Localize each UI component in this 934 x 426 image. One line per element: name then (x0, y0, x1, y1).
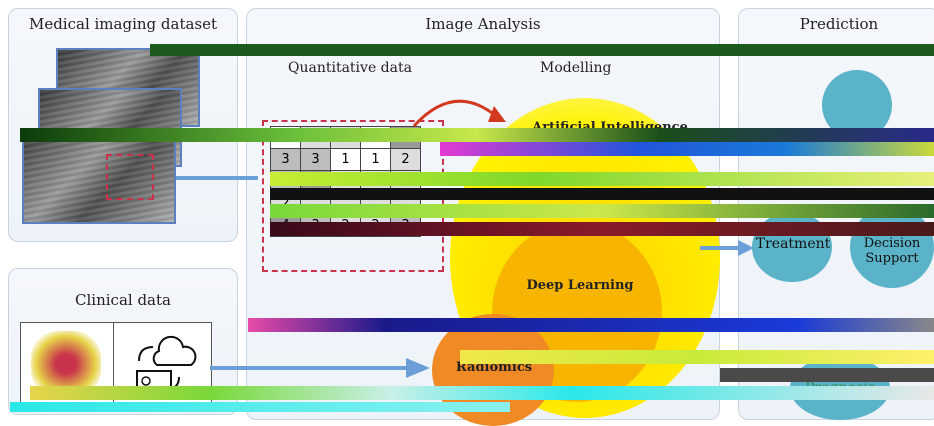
quantitative-data-label: Quantitative data (288, 60, 412, 76)
grid-cell: 3 (270, 148, 301, 171)
treatment-arrow (700, 246, 740, 250)
deep-learning-label: Deep Learning (526, 278, 634, 293)
grid-cell: 1 (330, 148, 361, 171)
decision-support-circle (850, 206, 934, 288)
glitch-band (270, 204, 934, 218)
glitch-band (720, 368, 934, 382)
roi-box (106, 154, 154, 200)
glitch-band (30, 386, 934, 400)
glitch-band (460, 350, 934, 364)
glitch-band (20, 128, 934, 142)
glitch-band (248, 318, 934, 332)
imaging-arrow (176, 176, 258, 180)
grid-cell: 3 (300, 148, 331, 171)
glitch-band (270, 172, 934, 186)
curved-arrow-icon (412, 99, 506, 128)
prediction-panel-title: Prediction (799, 15, 879, 33)
glitch-band (440, 142, 934, 156)
imaging-panel-title: Medical imaging dataset (28, 15, 218, 33)
grid-cell: 1 (360, 148, 391, 171)
glitch-band (270, 222, 934, 236)
clinical-arrow (210, 366, 410, 370)
ultrasound-image-front (22, 128, 176, 224)
clinical-panel-title: Clinical data (75, 291, 171, 309)
treatment-arrowhead-icon (738, 240, 754, 256)
divider (113, 323, 114, 403)
glitch-band (10, 402, 510, 412)
glitch-band (150, 44, 934, 56)
treatment-label: Treatment (755, 236, 831, 252)
glitch-band (270, 188, 934, 200)
grid-cell: 2 (390, 148, 421, 171)
clinical-arrowhead-icon (406, 358, 430, 378)
analysis-panel-title: Image Analysis (425, 15, 541, 33)
modelling-label: Modelling (540, 60, 612, 76)
decision-support-label: Decision Support (863, 236, 921, 266)
